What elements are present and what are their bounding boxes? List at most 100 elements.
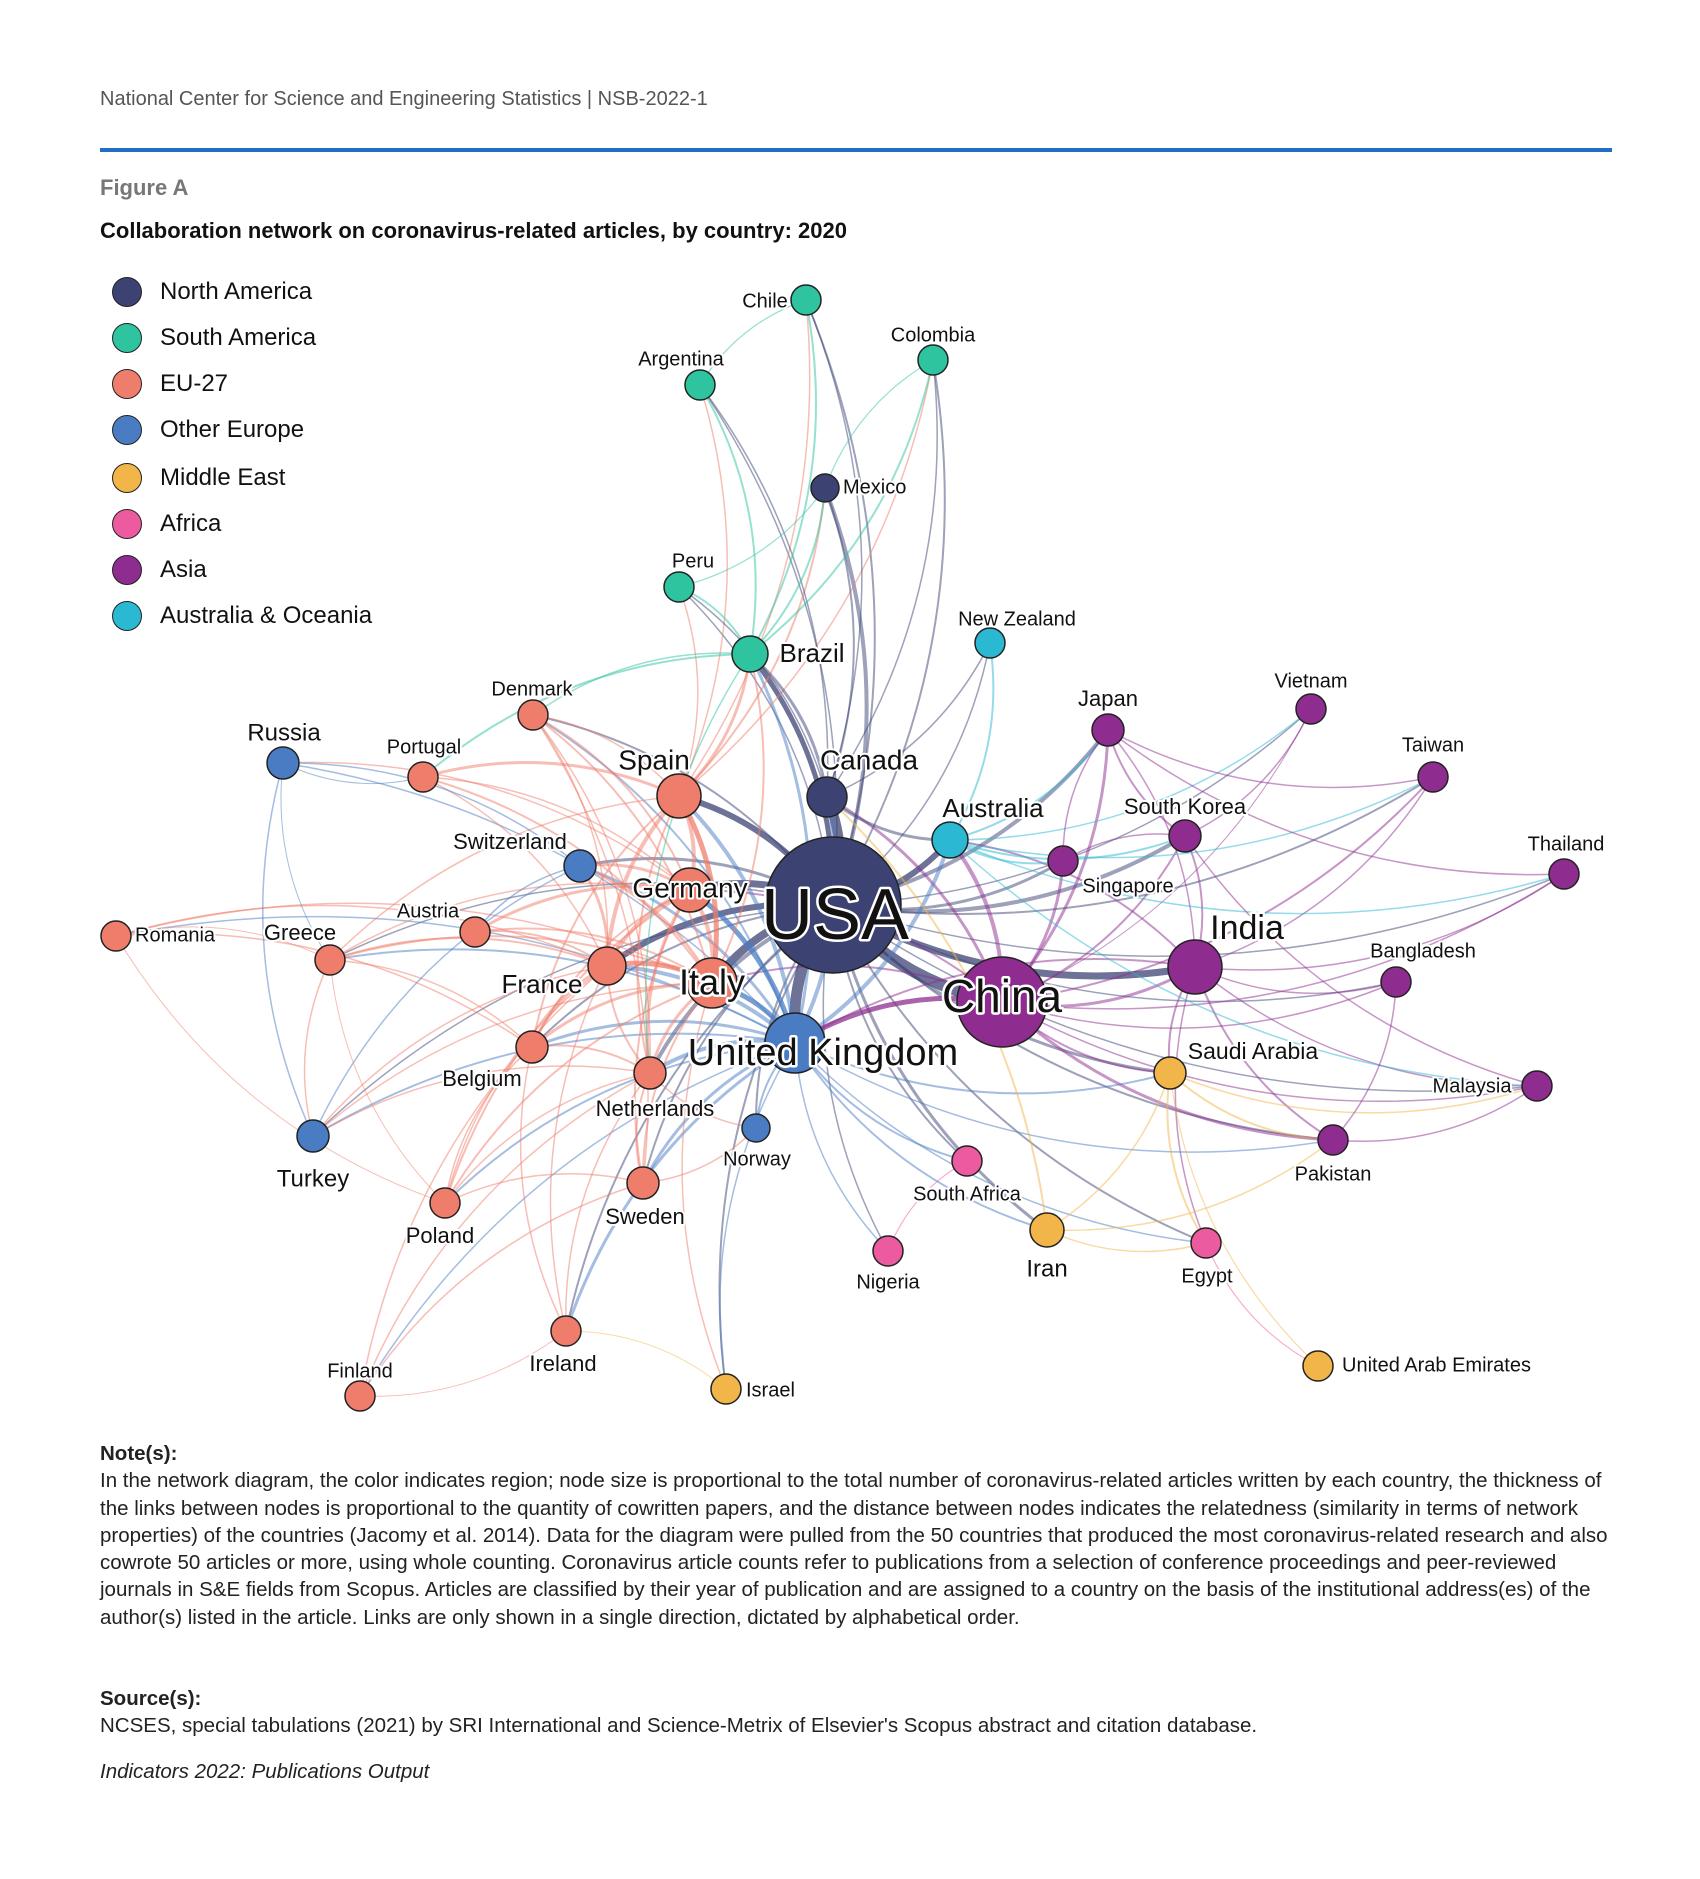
node-label: United Arab Emirates [1342,1354,1531,1376]
legend-item: EU-27 [112,366,228,402]
network-edge [564,1041,796,1332]
network-edge [678,586,699,797]
network-edge [678,384,728,797]
network-edge [832,359,946,906]
network-edge [422,653,751,778]
network-edge [303,959,331,1137]
node-label: United Kingdom [688,1032,958,1074]
network-edge [681,982,727,1390]
network-edge [677,794,797,1044]
node-spain [656,773,702,819]
network-edge [329,935,713,984]
legend-item: Australia & Oceania [112,598,372,634]
node-india [1167,939,1223,995]
network-edge [1046,1139,1334,1232]
network-edge [1184,708,1312,837]
network-edge [949,839,1565,915]
network-edge [1194,966,1334,1141]
legend-swatch [112,323,142,353]
network-edge [1001,1001,1538,1103]
network-edge [636,795,680,1074]
network-edge [115,904,608,967]
node-bangladesh [1380,966,1412,998]
node-label: Malaysia [1433,1075,1513,1097]
node-belgium [515,1030,549,1064]
legend-label: Australia & Oceania [160,602,373,629]
network-edge [115,935,446,1204]
network-edge [805,299,876,906]
network-edge [329,959,446,1204]
node-poland [429,1187,461,1219]
network-edge [678,299,811,797]
node-label: Bangladesh [1370,940,1476,962]
network-edge [794,1042,1171,1095]
network-edge [1000,1000,1334,1142]
network-edge [532,714,713,984]
notes-text: In the network diagram, the color indica… [100,1469,1608,1629]
node-label: Austria [397,900,460,922]
network-edge [699,299,807,386]
node-label: Brazil [779,638,844,668]
node-new-zealand [974,627,1006,659]
legend-label: Other Europe [160,416,305,443]
network-edge [719,1042,796,1390]
node-brazil [731,635,769,673]
node-label: Colombia [891,324,976,346]
network-edge [549,965,608,1332]
source-section: Source(s): NCSES, special tabulations (2… [100,1685,1612,1739]
legend-swatch [112,555,142,585]
legend-label: North America [160,278,313,305]
network-edge [115,926,331,961]
notes-heading: Note(s): [100,1442,178,1465]
legend-swatch [112,463,142,493]
source-text: NCSES, special tabulations (2021) by SRI… [100,1714,1258,1737]
network-edge [1332,1085,1538,1143]
network-edge [359,1182,644,1397]
node-label: Poland [406,1223,475,1248]
node-egypt [1190,1227,1222,1259]
network-edge [519,1046,567,1332]
network-edge [532,652,751,716]
node-label: Iran [1026,1255,1067,1282]
node-label: Norway [723,1148,791,1170]
network-edge [794,1042,1048,1231]
network-edge [699,384,838,906]
node-label: USA [761,875,909,955]
legend-item: Africa [112,506,221,542]
network-edge [422,761,680,798]
legend-item: North America [112,274,312,310]
network-edge [794,1042,1334,1153]
network-edge [579,864,797,1044]
node-label: Singapore [1082,875,1173,897]
node-chile [790,284,822,316]
network-edge [1001,776,1434,1003]
node-label: Taiwan [1402,734,1464,756]
legend-swatch [112,369,142,399]
network-edge [329,882,691,961]
network-edge [532,714,652,1074]
node-germany [667,867,713,913]
network-edge [1107,729,1565,876]
network-edge [1169,1072,1538,1114]
node-malaysia [1521,1070,1553,1102]
network-edge [282,761,691,891]
network-edge [422,776,608,967]
source-heading: Source(s): [100,1687,202,1710]
figure-label: Figure A [100,175,189,200]
node-label: Israel [746,1379,795,1401]
node-denmark [517,699,549,731]
network-edge [1107,729,1186,837]
node-label: Turkey [277,1165,349,1192]
node-label: South Korea [1124,794,1247,819]
network-edge [794,1042,1207,1244]
network-edge [1107,729,1434,789]
node-japan [1091,713,1125,747]
network-edge [312,965,608,1137]
node-nigeria [872,1235,904,1267]
node-label: Thailand [1528,833,1605,855]
network-edge [793,839,952,1045]
legend-label: Middle East [160,464,286,491]
network-edge [824,359,934,489]
network-edge [794,1042,889,1252]
